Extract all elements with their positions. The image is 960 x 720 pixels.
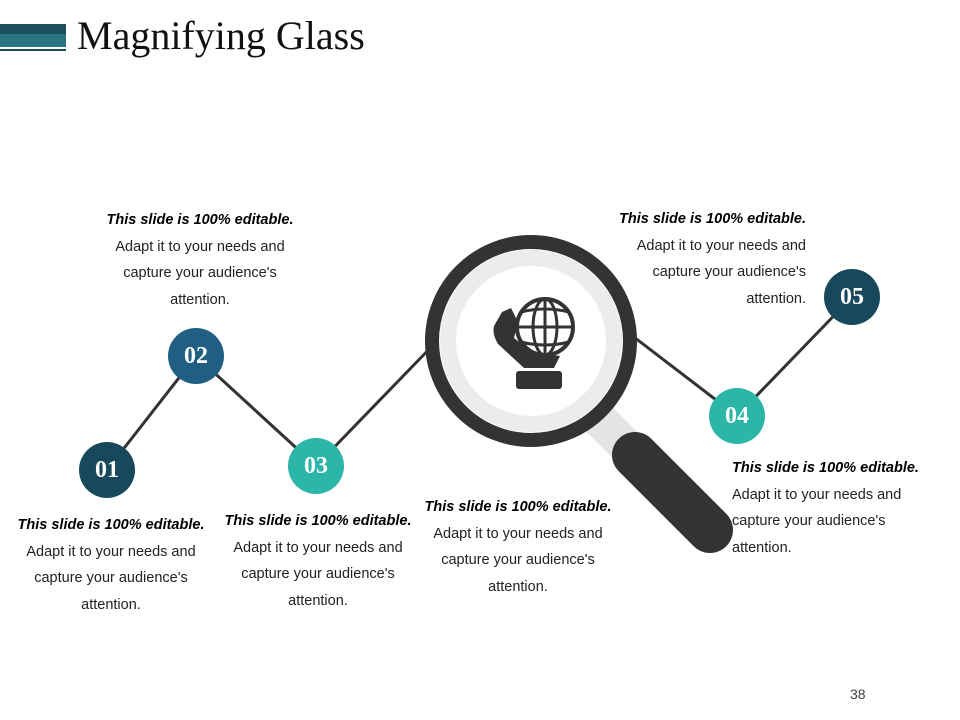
step-badge-01: 01 bbox=[79, 442, 135, 498]
center-text: This slide is 100% editable. Adapt it to… bbox=[388, 494, 648, 600]
center-line3: attention. bbox=[488, 578, 548, 595]
glass-outer-ring bbox=[425, 235, 637, 447]
step-04-text: This slide is 100% editable. Adapt it to… bbox=[732, 455, 942, 561]
title-accent-line bbox=[0, 49, 66, 51]
step-01-heading: This slide is 100% editable. bbox=[17, 517, 205, 533]
step-03-text: This slide is 100% editable. Adapt it to… bbox=[188, 508, 448, 614]
step-05-line3: attention. bbox=[746, 290, 806, 307]
center-line1: Adapt it to your needs and bbox=[433, 525, 603, 542]
step-02-line1: Adapt it to your needs and bbox=[115, 238, 285, 255]
step-04-heading: This slide is 100% editable. bbox=[732, 460, 919, 476]
step-01-line1: Adapt it to your needs and bbox=[26, 543, 196, 560]
magnifying-glass bbox=[425, 235, 733, 553]
step-05-line1: Adapt it to your needs and bbox=[636, 237, 806, 254]
connector-03-glass bbox=[314, 338, 440, 468]
step-02-line3: attention. bbox=[170, 291, 230, 308]
step-04-line3: attention. bbox=[732, 539, 792, 556]
glass-handle bbox=[612, 432, 733, 553]
title-accent-bar-teal bbox=[0, 34, 66, 47]
step-05-line2: capture your audience's bbox=[652, 264, 806, 280]
step-badge-05: 05 bbox=[824, 269, 880, 325]
globe-in-hand-icon bbox=[493, 297, 575, 389]
step-01-line3: attention. bbox=[81, 596, 141, 613]
title-accent-bar-dark bbox=[0, 24, 66, 34]
slide-title: Magnifying Glass bbox=[77, 13, 365, 58]
step-02-line2: capture your audience's bbox=[123, 265, 277, 281]
step-badge-02: 02 bbox=[168, 328, 224, 384]
step-01-text: This slide is 100% editable. Adapt it to… bbox=[0, 512, 241, 618]
step-badge-03: 03 bbox=[288, 438, 344, 494]
step-05-text: This slide is 100% editable. Adapt it to… bbox=[546, 206, 806, 312]
step-03-line2: capture your audience's bbox=[241, 566, 395, 582]
center-heading: This slide is 100% editable. bbox=[424, 499, 612, 515]
step-03-heading: This slide is 100% editable. bbox=[224, 513, 412, 529]
step-03-line3: attention. bbox=[288, 592, 348, 609]
page-number: 38 bbox=[850, 686, 866, 702]
step-04-line2: capture your audience's bbox=[732, 513, 886, 529]
step-badge-04: 04 bbox=[709, 388, 765, 444]
step-01-line2: capture your audience's bbox=[34, 570, 188, 586]
step-02-text: This slide is 100% editable. Adapt it to… bbox=[70, 207, 330, 313]
step-04-line1: Adapt it to your needs and bbox=[732, 486, 902, 503]
step-05-heading: This slide is 100% editable. bbox=[619, 211, 806, 227]
center-line2: capture your audience's bbox=[441, 552, 595, 568]
step-03-line1: Adapt it to your needs and bbox=[233, 539, 403, 556]
step-02-heading: This slide is 100% editable. bbox=[106, 212, 294, 228]
glass-inner-ring bbox=[440, 250, 622, 432]
